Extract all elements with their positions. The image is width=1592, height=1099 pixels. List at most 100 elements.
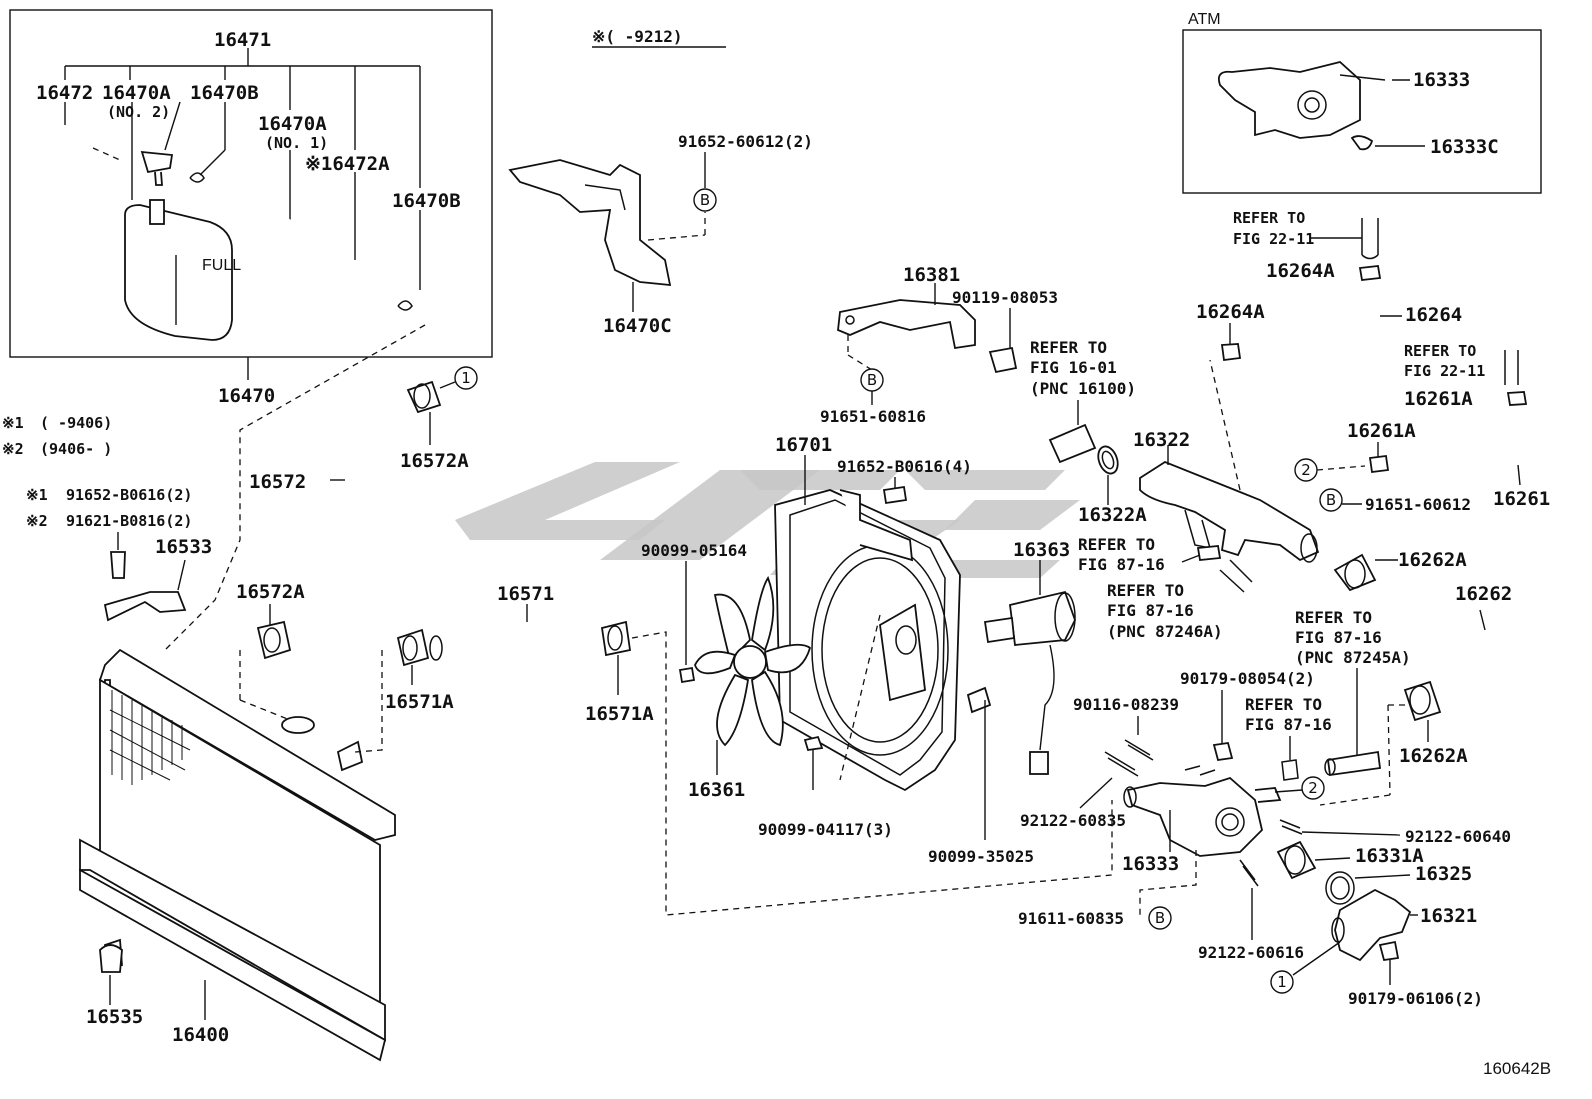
label-16571: 16571	[497, 583, 554, 605]
note1-bolt-mark: ※1	[26, 486, 48, 504]
fig-22-11-b: FIG 22-11	[1404, 362, 1485, 380]
label-bolt-91651-60816: 91651-60816	[820, 407, 926, 426]
callout-b	[693, 188, 717, 212]
label-16472: 16472	[36, 82, 93, 104]
fan-blade-16361	[694, 576, 812, 775]
label-16333c: 16333C	[1430, 136, 1499, 158]
callout-b-16381-text: B	[867, 371, 877, 389]
note2-mark: ※2	[2, 440, 24, 458]
label-bolt-90099-04117: 90099-04117(3)	[758, 820, 893, 839]
label-16472a: ※16472A	[305, 153, 390, 175]
label-16535: 16535	[86, 1006, 143, 1028]
label-16322: 16322	[1133, 429, 1190, 451]
label-bolt-91652-60612: 91652-60612(2)	[678, 132, 813, 151]
label-16264a-left: 16264A	[1196, 301, 1265, 323]
label-16572a-bottom: 16572A	[236, 581, 305, 603]
note2-range: (9406- )	[40, 440, 112, 458]
bracket-16470c	[508, 159, 706, 312]
label-16331a: 16331A	[1355, 845, 1424, 867]
svg-text:FULL: FULL	[202, 257, 241, 274]
fig-16-01: FIG 16-01	[1030, 358, 1117, 377]
label-16325: 16325	[1415, 863, 1472, 885]
diagram-code: 160642B	[1483, 1059, 1551, 1078]
watermark-logo	[455, 462, 1080, 578]
reservoir-kit-box: FULL	[9, 9, 493, 380]
label-bolt-90179-06106: 90179-06106(2)	[1348, 989, 1483, 1008]
label-16322a: 16322A	[1078, 504, 1147, 526]
label-no1: (NO. 1)	[265, 134, 328, 152]
atm-box	[1182, 29, 1542, 194]
label-no2: (NO. 2)	[107, 103, 170, 121]
note1-range: ( -9406)	[40, 414, 112, 432]
label-16262a-bottom: 16262A	[1399, 745, 1468, 767]
pnc-87245a: (PNC 87245A)	[1295, 648, 1411, 667]
label-16381: 16381	[903, 264, 960, 286]
refer-to-16-01: REFER TO	[1030, 338, 1107, 357]
label-bolt-91652-b0616-4: 91652-B0616(4)	[837, 457, 972, 476]
pnc-16100: (PNC 16100)	[1030, 379, 1136, 398]
callout-2-b-text: 2	[1308, 779, 1318, 797]
label-16264a-top: 16264A	[1266, 260, 1335, 282]
label-16571a-left: 16571A	[385, 691, 454, 713]
refer-to-87-16-c: REFER TO	[1295, 608, 1372, 627]
fan-shroud-16701	[774, 455, 961, 792]
refer-to-87-16-b: REFER TO	[1107, 581, 1184, 600]
label-16262a-top: 16262A	[1398, 549, 1467, 571]
callout-b-91651-text: B	[1326, 491, 1336, 509]
water-inlet-16333	[1123, 765, 1282, 857]
refer-to-22-11-b: REFER TO	[1404, 342, 1476, 360]
label-bolt-92122-60835: 92122-60835	[1020, 811, 1126, 830]
fig-22-11-a: FIG 22-11	[1233, 230, 1314, 248]
fig-87-16-d: FIG 87-16	[1245, 715, 1332, 734]
label-16333: 16333	[1122, 853, 1179, 875]
label-bolt-90179-08054: 90179-08054(2)	[1180, 669, 1315, 688]
fig-87-16-b: FIG 87-16	[1107, 601, 1194, 620]
label-16333-atm: 16333	[1413, 69, 1470, 91]
label-bolt-92122-60616: 92122-60616	[1198, 943, 1304, 962]
callout-b-text: B	[700, 191, 710, 209]
label-16261a-right: 16261A	[1404, 388, 1473, 410]
label-16572a-top: 16572A	[400, 450, 469, 472]
label-16261a-mid: 16261A	[1347, 420, 1416, 442]
label-16701: 16701	[775, 434, 832, 456]
note1-mark: ※1	[2, 414, 24, 432]
atm-label: ATM	[1188, 11, 1221, 28]
callout-2-b	[1301, 776, 1325, 800]
label-bolt-90099-05164: 90099-05164	[641, 541, 747, 560]
label-bolt-91611-60835: 91611-60835	[1018, 909, 1124, 928]
label-16470b-top: 16470B	[190, 82, 259, 104]
bracket-16381	[837, 283, 976, 371]
label-16261: 16261	[1493, 488, 1550, 510]
label-16262: 16262	[1455, 583, 1512, 605]
label-16470: 16470	[218, 385, 275, 407]
label-bolt-91621-b0816-2: 91621-B0816(2)	[66, 512, 192, 530]
refer-to-87-16-a: REFER TO	[1078, 535, 1155, 554]
label-16470b-right: 16470B	[392, 190, 461, 212]
callout-1-b	[1270, 970, 1294, 994]
fig-87-16-c: FIG 87-16	[1295, 628, 1382, 647]
label-16264: 16264	[1405, 304, 1462, 326]
callout-b-91611-text: B	[1155, 909, 1165, 927]
label-16470c: 16470C	[603, 315, 672, 337]
label-bolt-91652-b0616-2: 91652-B0616(2)	[66, 486, 192, 504]
callout-1-b-text: 1	[1277, 973, 1287, 991]
label-16572: 16572	[249, 471, 306, 493]
water-outlet-pipe-16322	[1139, 359, 1320, 563]
label-bolt-90116-08239: 90116-08239	[1073, 695, 1179, 714]
label-bolt-92122-60640: 92122-60640	[1405, 827, 1511, 846]
label-bolt-90099-35025: 90099-35025	[928, 847, 1034, 866]
label-16470a-no1: 16470A	[258, 113, 327, 135]
label-bolt-90119-08053: 90119-08053	[952, 288, 1058, 307]
callout-1-a-text: 1	[461, 369, 471, 387]
label-16321: 16321	[1420, 905, 1477, 927]
callout-b-91651	[1319, 488, 1343, 512]
label-16533: 16533	[155, 536, 212, 558]
fan-motor-16363	[966, 560, 1076, 840]
radiator-16400	[79, 648, 396, 1062]
date-range-note: ※( -9212)	[592, 27, 682, 46]
refer-to-87-16-d: REFER TO	[1245, 695, 1322, 714]
note2-bolt-mark: ※2	[26, 512, 48, 530]
label-16363: 16363	[1013, 539, 1070, 561]
pnc-87246a: (PNC 87246A)	[1107, 622, 1223, 641]
